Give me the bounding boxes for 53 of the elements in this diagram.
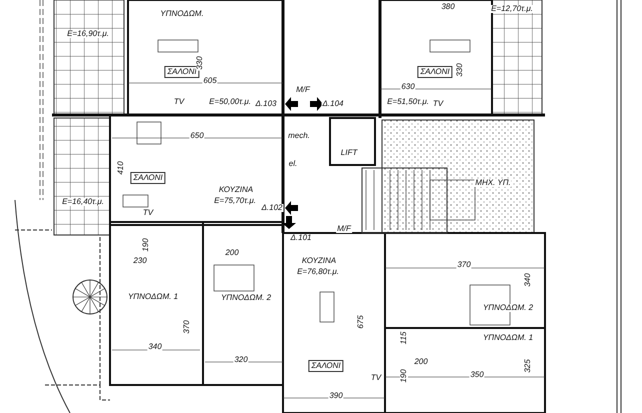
room-label: el. (288, 160, 298, 168)
room-label: LIFT (340, 149, 358, 157)
room-label: ΣΑΛΟΝΙ (130, 172, 166, 184)
room-label: ΥΠΝΟΔΩΜ. 1 (126, 293, 180, 301)
room-label: mech. (287, 132, 311, 140)
dimension-label: 390 (328, 392, 344, 400)
dimension-label: 230 (132, 257, 148, 265)
dimension-label: 350 (469, 371, 485, 379)
door-label: Δ.103 (254, 100, 278, 108)
dimension-label: 340 (524, 272, 532, 288)
area-label: Ε=16,90τ.μ. (66, 30, 110, 38)
dimension-label: 370 (183, 319, 191, 335)
dimension-label: 200 (224, 249, 240, 257)
dimension-label: 650 (189, 132, 205, 140)
room-label: ΥΠΝΟΔΩΜ. 2 (220, 294, 272, 302)
door-label: Δ.104 (322, 100, 344, 108)
dimension-label: 325 (524, 358, 532, 374)
dimension-label: 190 (400, 368, 408, 384)
dimension-label: 190 (142, 237, 150, 253)
dimension-label: 675 (357, 314, 365, 330)
dimension-label: 370 (456, 261, 472, 269)
dimension-label: 330 (196, 55, 204, 71)
tv-label: TV (432, 100, 444, 108)
door-label: Δ.101 (290, 234, 312, 242)
room-label: ΥΠΝΟΔΩΜ. 1 (482, 334, 534, 342)
door-label: Δ.102 (260, 204, 284, 212)
dimension-label: 115 (400, 330, 408, 346)
room-label: ΥΠΝΟΔΩΜ. 2 (482, 304, 534, 312)
dimension-label: 410 (117, 160, 125, 176)
area-label: Ε=76,80τ.μ. (296, 268, 340, 276)
room-label: ΚΟΥΖΙΝΑ (300, 257, 338, 265)
meter-label: Μ/F (295, 86, 311, 94)
dimension-label: 380 (440, 3, 456, 11)
room-label: ΜΗΧ. ΥΠ. (474, 179, 512, 187)
dimension-label: 630 (400, 83, 416, 91)
room-label: ΥΠΝΟΔΩΜ. (159, 10, 205, 18)
area-label: Ε=75,70τ.μ. (213, 197, 257, 205)
tv-label: TV (142, 209, 154, 217)
dimension-label: 330 (456, 62, 464, 78)
meter-label: Μ/F (336, 225, 352, 233)
area-label: Ε=50,00τ.μ. (208, 98, 252, 106)
area-label: Ε=12,70τ.μ. (490, 5, 534, 13)
tv-label: TV (172, 98, 186, 106)
area-label: Ε=51,50τ.μ. (386, 98, 430, 106)
room-label: ΣΑΛΟΝΙ (417, 66, 453, 78)
area-label: Ε=16,40τ.μ. (61, 198, 105, 206)
dimension-label: 605 (202, 77, 218, 85)
tv-label: TV (370, 374, 382, 382)
room-label: ΣΑΛΟΝΙ (308, 360, 344, 372)
dimension-label: 200 (413, 358, 429, 366)
dimension-label: 320 (233, 356, 249, 364)
room-label: ΚΟΥΖΙΝΑ (218, 186, 254, 194)
dimension-label: 340 (147, 343, 163, 351)
